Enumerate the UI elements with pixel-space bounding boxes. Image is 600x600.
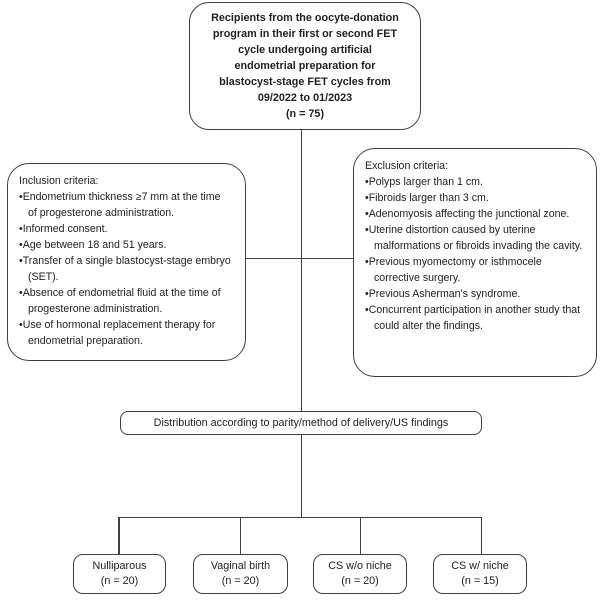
group-count: (n = 15) (461, 575, 499, 587)
group-count: (n = 20) (221, 575, 260, 587)
inclusion-item: •Informed consent. (19, 223, 108, 235)
inclusion-item: •Endometrium thickness ≥7 mm at the time… (19, 191, 221, 219)
connector-stub-nulliparous (118, 517, 120, 555)
inclusion-item: •Transfer of a single blastocyst-stage e… (19, 255, 231, 283)
exclusion-item: •Previous Asherman's syndrome. (365, 288, 521, 300)
group-label: CS w/o niche (328, 560, 392, 572)
connector-criteria-horizontal (246, 257, 353, 259)
connector-mid-vertical (300, 434, 302, 518)
exclusion-criteria-title: Exclusion criteria: (365, 160, 449, 172)
connector-stub-vaginal-birth (239, 517, 241, 555)
group-box-nulliparous: Nulliparous (n = 20) (73, 554, 166, 594)
group-box-vaginal-birth: Vaginal birth (n = 20) (193, 554, 288, 594)
inclusion-item: •Use of hormonal replacement therapy for… (19, 319, 216, 347)
connector-groups-horizontal (118, 516, 482, 518)
group-label: CS w/ niche (451, 560, 509, 572)
connector-top-vertical (300, 129, 302, 412)
inclusion-criteria-box: Inclusion criteria: •Endometrium thickne… (7, 163, 246, 361)
inclusion-criteria-title: Inclusion criteria: (19, 175, 99, 187)
group-box-cs-w-niche: CS w/ niche (n = 15) (433, 554, 527, 594)
inclusion-item: •Absence of endometrial fluid at the tim… (19, 287, 221, 315)
exclusion-item: •Adenomyosis affecting the junctional zo… (365, 208, 570, 220)
exclusion-item: •Polyps larger than 1 cm. (365, 176, 483, 188)
group-count: (n = 20) (100, 575, 139, 587)
group-label: Nulliparous (92, 560, 147, 572)
distribution-box: Distribution according to parity/method … (120, 411, 482, 435)
inclusion-item: •Age between 18 and 51 years. (19, 239, 167, 251)
recruitment-population-box: Recipients from the oocyte-donation prog… (189, 2, 421, 130)
group-box-cs-wo-niche: CS w/o niche (n = 20) (313, 554, 407, 594)
connector-stub-cs-wo-niche (359, 517, 361, 555)
exclusion-item: •Concurrent participation in another stu… (365, 304, 581, 332)
exclusion-criteria-box: Exclusion criteria: •Polyps larger than … (353, 148, 597, 377)
exclusion-item: •Fibroids larger than 3 cm. (365, 192, 489, 204)
connector-stub-cs-w-niche (480, 517, 482, 555)
group-label: Vaginal birth (210, 560, 271, 572)
group-count: (n = 20) (341, 575, 379, 587)
exclusion-item: •Uterine distortion caused by uterine ma… (365, 224, 583, 252)
exclusion-item: •Previous myomectomy or isthmocele corre… (365, 256, 542, 284)
